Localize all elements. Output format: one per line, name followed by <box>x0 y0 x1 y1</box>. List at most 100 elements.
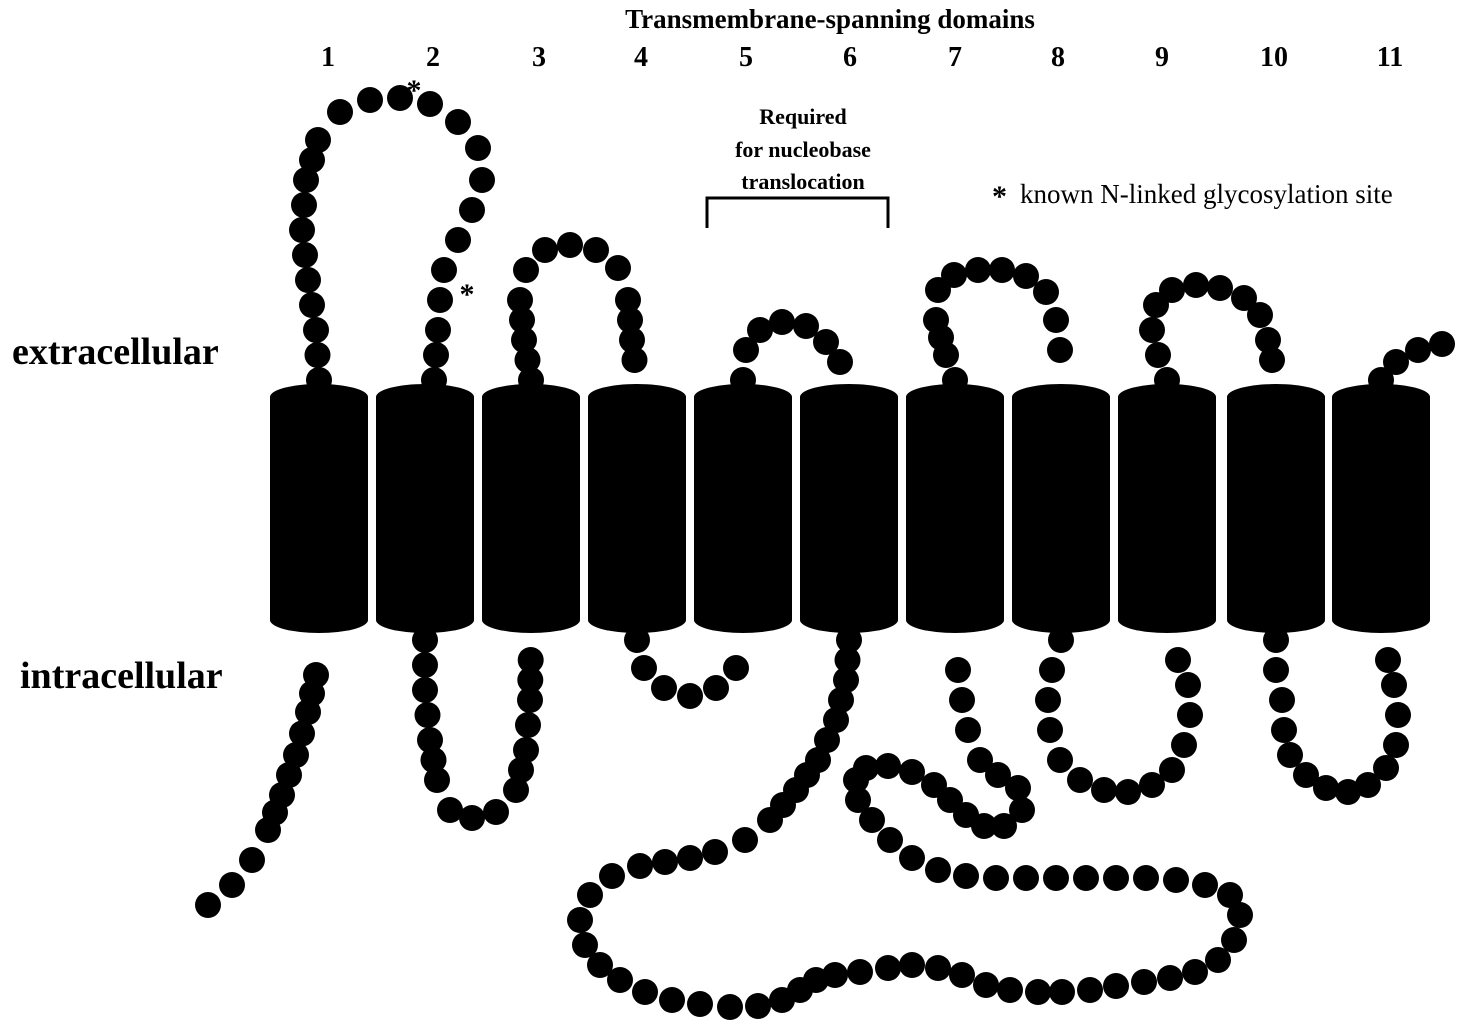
residue-bead <box>949 687 975 713</box>
residue-bead <box>627 853 653 879</box>
helix-cylinder-3 <box>482 384 580 633</box>
residue-bead <box>717 994 743 1020</box>
residue-bead <box>357 87 383 113</box>
residue-bead <box>1133 865 1159 891</box>
residue-bead <box>577 882 603 908</box>
required-region-annotation: Required for nucleobase translocation <box>707 104 888 228</box>
residue-bead <box>219 872 245 898</box>
residue-bead <box>289 217 315 243</box>
residue-bead <box>1171 732 1197 758</box>
residue-bead <box>1159 277 1185 303</box>
residue-bead <box>687 991 713 1017</box>
residue-bead <box>1077 977 1103 1003</box>
residue-bead <box>424 767 450 793</box>
residue-bead <box>1103 973 1129 999</box>
residue-bead <box>1313 775 1339 801</box>
residue-bead <box>757 807 783 833</box>
helix-cylinder-11 <box>1332 384 1430 633</box>
residue-bead <box>1217 882 1243 908</box>
residue-bead <box>1039 657 1065 683</box>
residue-bead <box>1221 927 1247 953</box>
residue-bead <box>1091 777 1117 803</box>
residue-bead <box>412 652 438 678</box>
transmembrane-helices <box>270 384 1430 633</box>
residue-bead <box>1259 347 1285 373</box>
residue-bead <box>415 702 441 728</box>
residue-bead <box>518 647 544 673</box>
residue-bead <box>1183 272 1209 298</box>
residue-bead <box>1381 672 1407 698</box>
residue-bead <box>983 865 1009 891</box>
helix-cylinder-6 <box>800 384 898 633</box>
domain-number-1: 1 <box>321 42 335 73</box>
helix-cylinder-7 <box>906 384 1004 633</box>
residue-bead <box>1373 755 1399 781</box>
legend-text: known N-linked glycosylation site <box>1020 179 1393 209</box>
domain-number-6: 6 <box>843 42 857 73</box>
residue-bead <box>1115 779 1141 805</box>
residue-bead <box>973 972 999 998</box>
residue-bead <box>1145 342 1171 368</box>
residue-bead <box>822 962 848 988</box>
residue-bead <box>925 857 951 883</box>
residue-bead <box>425 317 451 343</box>
residue-bead <box>459 805 485 831</box>
residue-bead <box>1043 865 1069 891</box>
extracellular-label: extracellular <box>12 331 219 373</box>
required-label-line3: translocation <box>741 169 864 194</box>
residue-bead <box>465 135 491 161</box>
required-label-line1: Required <box>759 104 847 129</box>
residue-bead <box>513 737 539 763</box>
residue-bead <box>631 655 657 681</box>
helix-cylinder-10 <box>1227 384 1325 633</box>
domain-number-7: 7 <box>948 42 962 73</box>
residue-bead <box>513 257 539 283</box>
residue-bead <box>327 99 353 125</box>
residue-bead <box>1033 279 1059 305</box>
residue-bead <box>1177 702 1203 728</box>
residue-bead <box>469 167 495 193</box>
residue-bead <box>651 675 677 701</box>
residue-bead <box>745 993 771 1019</box>
residue-bead <box>965 257 991 283</box>
residue-bead <box>431 257 457 283</box>
domain-number-8: 8 <box>1051 42 1065 73</box>
residue-bead <box>1013 865 1039 891</box>
residue-bead <box>1383 349 1409 375</box>
residue-bead <box>827 349 853 375</box>
residue-bead <box>853 755 879 781</box>
residue-bead <box>515 712 541 738</box>
domain-number-4: 4 <box>634 42 648 73</box>
residue-bead <box>195 892 221 918</box>
residue-bead <box>997 977 1023 1003</box>
residue-bead <box>1159 757 1185 783</box>
residue-bead <box>847 959 873 985</box>
residue-bead <box>292 242 318 268</box>
residue-bead <box>427 287 453 313</box>
residue-bead <box>941 262 967 288</box>
residue-bead <box>967 747 993 773</box>
required-label-line2: for nucleobase <box>735 137 871 162</box>
residue-bead <box>875 955 901 981</box>
residue-bead <box>677 845 703 871</box>
residue-bead <box>925 955 951 981</box>
residue-bead <box>622 347 648 373</box>
residue-bead <box>1025 979 1051 1005</box>
domain-number-10: 10 <box>1260 42 1288 73</box>
residue-bead <box>445 109 471 135</box>
domain-number-3: 3 <box>532 42 546 73</box>
residue-bead <box>239 847 265 873</box>
residue-bead <box>875 753 901 779</box>
residue-bead <box>1182 959 1208 985</box>
residue-bead <box>1269 687 1295 713</box>
residue-bead <box>732 827 758 853</box>
glycosylation-site-marker: * <box>407 74 422 107</box>
residue-bead <box>1383 732 1409 758</box>
residue-bead <box>1263 657 1289 683</box>
residue-bead <box>305 342 331 368</box>
intracellular-label: intracellular <box>20 655 223 697</box>
residue-bead <box>1067 767 1093 793</box>
residue-bead <box>702 839 728 865</box>
residue-bead <box>1103 865 1129 891</box>
